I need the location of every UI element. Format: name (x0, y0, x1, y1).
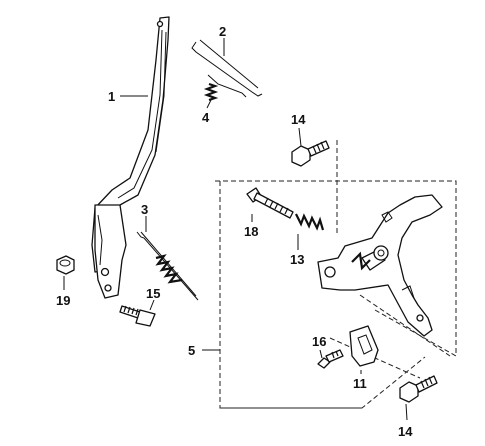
callout-labels: 1 2 3 4 5 11 13 14 14 15 16 18 19 (56, 24, 413, 439)
callout-14-bottom: 14 (398, 424, 413, 439)
bolt-part-15 (119, 305, 156, 327)
governor-plate (317, 194, 443, 337)
control-lever (91, 16, 170, 299)
callout-11: 11 (353, 376, 367, 391)
callout-16: 16 (312, 334, 326, 349)
callout-19: 19 (56, 293, 70, 308)
leader-lines (63, 38, 408, 421)
rod-part (191, 39, 263, 98)
flange-bolt-top (291, 140, 330, 167)
callout-18: 18 (244, 224, 258, 239)
callout-14-top: 14 (291, 112, 306, 127)
small-spring (203, 82, 219, 102)
nut-part (56, 255, 75, 275)
callout-13: 13 (290, 252, 304, 267)
screw-part-16 (317, 349, 344, 369)
clip-part-11 (349, 325, 379, 367)
callout-5: 5 (188, 343, 195, 358)
callout-3: 3 (141, 202, 148, 217)
flange-bolt-bottom (399, 375, 438, 403)
rod-with-spring (136, 231, 199, 301)
callout-2: 2 (219, 24, 226, 39)
callout-4: 4 (202, 110, 210, 125)
callout-1: 1 (108, 89, 115, 104)
spring-part-13 (295, 213, 325, 231)
long-bolt-part-18 (246, 187, 294, 219)
callout-15: 15 (146, 286, 160, 301)
